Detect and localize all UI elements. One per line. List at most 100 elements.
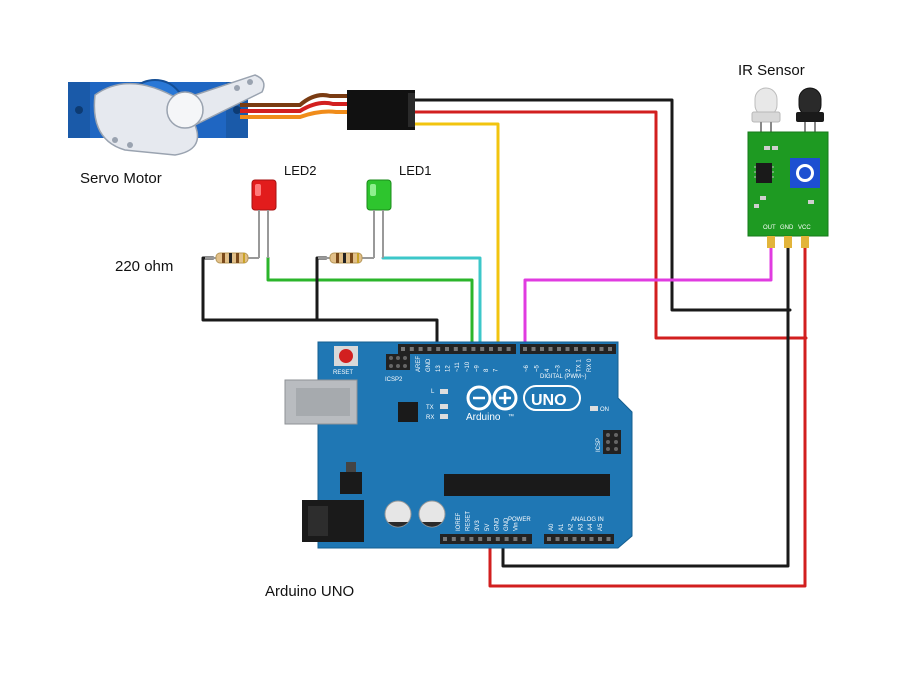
digital-header-hole [471, 347, 476, 351]
tx-label: TX [426, 405, 434, 411]
digital-pin-label: 8 [484, 368, 490, 372]
resistor-led2 [205, 252, 259, 264]
wire-ir-gnd [501, 246, 790, 568]
wire-gnd-rail-2 [315, 256, 328, 322]
digital-header-hole [462, 347, 467, 351]
power-header-hole [487, 537, 491, 541]
servo-motor-label: Servo Motor [80, 170, 162, 187]
on-label: ON [600, 407, 609, 413]
digital-header-hole [540, 347, 544, 351]
ir-pin-out: OUT [763, 225, 776, 231]
led1-label: LED1 [399, 163, 432, 178]
digital-pin-label: 7 [494, 368, 500, 372]
servo-cable [240, 93, 350, 107]
analog-pin-label: A0 [549, 523, 555, 531]
led1 [366, 179, 392, 258]
digital-header-hole [445, 347, 449, 351]
digital-header-hole [608, 347, 612, 351]
digital-header-hole [401, 347, 405, 351]
analog-header-hole [606, 537, 611, 541]
digital-label: DIGITAL (PWM~) [540, 374, 587, 380]
reset-label: RESET [333, 370, 353, 376]
arduino-uno-label: Arduino UNO [265, 583, 354, 600]
digital-pin-label: 4 [545, 368, 551, 372]
power-pin-label: Vin [514, 522, 520, 531]
power-pin-label: GND [504, 517, 510, 531]
power-pin-label: IOREF [456, 512, 462, 531]
wire-servo-signal [413, 122, 500, 354]
power-header-hole [504, 537, 509, 541]
ir-receiver [798, 87, 822, 117]
digital-header-hole [574, 347, 578, 351]
digital-header-hole [418, 347, 423, 351]
digital-header-hole [489, 347, 493, 351]
resistor-label: 220 ohm [115, 258, 173, 275]
digital-header-hole [427, 347, 432, 351]
trademark: ™ [508, 413, 514, 420]
digital-header-hole [565, 347, 570, 351]
analog-header-hole [564, 537, 568, 541]
rx-label: RX [426, 415, 434, 421]
power-header-hole [469, 537, 474, 541]
ir-sensor: OUT GND VCC [747, 87, 829, 248]
digital-pin-label: RX 0 [587, 358, 593, 372]
power-pin-label: 5V [485, 524, 491, 531]
ir-sensor-label: IR Sensor [738, 62, 805, 79]
servo-motor [68, 74, 415, 156]
power-pin-label: GND [494, 517, 500, 531]
power-header-hole [478, 537, 483, 541]
analog-pin-label: A3 [578, 523, 584, 531]
digital-pin-label: 13 [436, 365, 442, 372]
capacitor-1 [384, 500, 412, 528]
ir-pin-vcc: VCC [798, 225, 811, 231]
digital-pin-label: ~3 [556, 364, 562, 372]
icsp2-label: ICSP2 [385, 377, 403, 383]
wire-led1 [381, 256, 482, 354]
ir-chip [756, 163, 772, 183]
analog-header-hole [581, 537, 585, 541]
digital-header-hole [497, 347, 502, 351]
uno-logo-text: UNO [531, 392, 567, 409]
digital-header-hole [436, 347, 441, 351]
icsp2-header [386, 354, 410, 370]
wire-led2 [266, 256, 474, 354]
digital-header-hole [591, 347, 595, 351]
analog-header-hole [555, 537, 560, 541]
analog-header-hole [598, 537, 602, 541]
digital-header-hole [480, 347, 485, 351]
power-header-hole [460, 537, 465, 541]
analog-title: ANALOG IN [571, 517, 604, 523]
analog-header [544, 534, 614, 544]
arduino-brand-text: Arduino [466, 412, 501, 423]
servo-connector [347, 90, 415, 130]
analog-pin-label: A4 [588, 523, 594, 531]
power-header-hole [451, 537, 456, 541]
digital-pin-label: ~6 [524, 364, 530, 372]
digital-pin-label: ~11 [455, 362, 461, 372]
analog-header-hole [547, 537, 551, 541]
digital-pin-label: AREF [416, 356, 422, 372]
power-header-hole [495, 537, 500, 541]
power-title: POWER [508, 517, 531, 523]
digital-header-hole [523, 347, 527, 351]
led2-label: LED2 [284, 163, 317, 178]
digital-pin-label: ~9 [474, 364, 480, 372]
power-header-hole [513, 537, 518, 541]
digital-header-hole [506, 347, 511, 351]
arduino-board [317, 341, 633, 549]
icsp-header [603, 430, 621, 454]
wire-servo-gnd [413, 98, 792, 312]
led2 [251, 179, 277, 258]
l-label: L [431, 389, 435, 395]
wires [201, 98, 808, 588]
arduino-logo [466, 385, 581, 411]
digital-pin-label: ~10 [465, 361, 471, 372]
capacitor-2 [418, 500, 446, 528]
analog-pin-label: A1 [559, 523, 565, 531]
digital-pin-label: ~5 [535, 364, 541, 372]
analog-header-hole [572, 537, 577, 541]
ir-pin-gnd: GND [780, 225, 794, 231]
wire-ir-out [523, 246, 773, 354]
